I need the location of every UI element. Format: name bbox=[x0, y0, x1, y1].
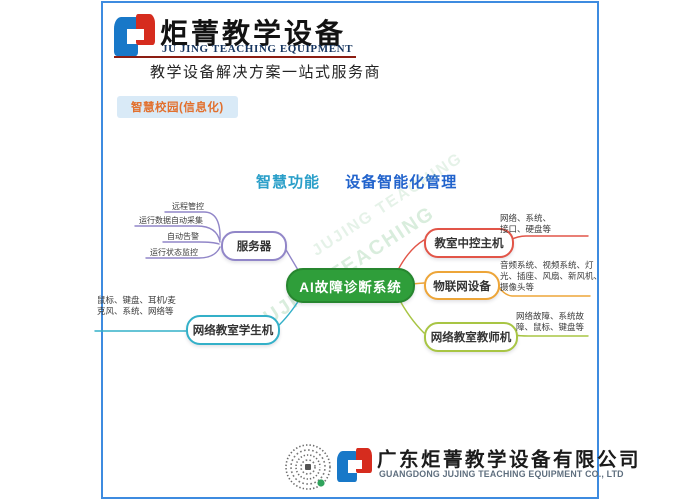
twig-label-data-collect: 运行数据自动采集 bbox=[139, 216, 203, 225]
qr-code-stamp-icon bbox=[285, 444, 331, 490]
mindmap-node-student-machines: 网络教室学生机 bbox=[186, 315, 280, 345]
mindmap-node-control-host: 教室中控主机 bbox=[424, 228, 514, 258]
logo-blue-shape bbox=[114, 17, 138, 56]
mindmap-node-server: 服务器 bbox=[221, 231, 287, 261]
leaf-label-student: 鼠标、键盘、耳机/麦克风、系统、网络等 bbox=[97, 295, 176, 317]
leaf-label-iot: 音频系统、视频系统、灯光、插座、风扇、新风机、摄像头等 bbox=[500, 260, 603, 293]
twig-label-status-monitor: 运行状态监控 bbox=[150, 248, 198, 257]
footer-company-name-en: GUANGDONG JUJING TEACHING EQUIPMENT CO.,… bbox=[379, 469, 624, 479]
leaf-label-control-host: 网络、系统、接口、硬盘等 bbox=[500, 213, 552, 235]
brand-divider bbox=[114, 56, 356, 58]
diagram-title-part1: 智慧功能 bbox=[256, 174, 321, 191]
brand-tagline: 教学设备解决方案一站式服务商 bbox=[150, 64, 382, 81]
mindmap-node-teacher-machine: 网络教室教师机 bbox=[424, 322, 518, 352]
footer-brand-logo-icon bbox=[337, 448, 372, 482]
leaf-label-teacher: 网络故障、系统故障、鼠标、键盘等 bbox=[516, 311, 585, 333]
category-badge[interactable]: 智慧校园(信息化) bbox=[117, 96, 238, 118]
logo-red-shape bbox=[355, 448, 372, 474]
brand-name-en: JU JING TEACHING EQUIPMENT bbox=[162, 43, 354, 55]
mindmap-node-iot-devices: 物联网设备 bbox=[424, 271, 500, 300]
footer-company-name: 广东炬菁教学设备有限公司 bbox=[377, 449, 642, 471]
diagram-title: 智慧功能 设备智能化管理 bbox=[256, 171, 457, 192]
mindmap-center-node: AI故障诊断系统 bbox=[286, 268, 415, 303]
diagram-title-part2: 设备智能化管理 bbox=[345, 174, 458, 191]
brand-name: 炬菁教学设备 bbox=[160, 18, 347, 49]
twig-label-remote-control: 远程管控 bbox=[172, 202, 204, 211]
twig-label-auto-alarm: 自动告警 bbox=[167, 232, 199, 241]
brand-logo-icon bbox=[114, 14, 155, 56]
logo-blue-shape bbox=[337, 450, 358, 482]
logo-red-shape bbox=[136, 14, 155, 46]
